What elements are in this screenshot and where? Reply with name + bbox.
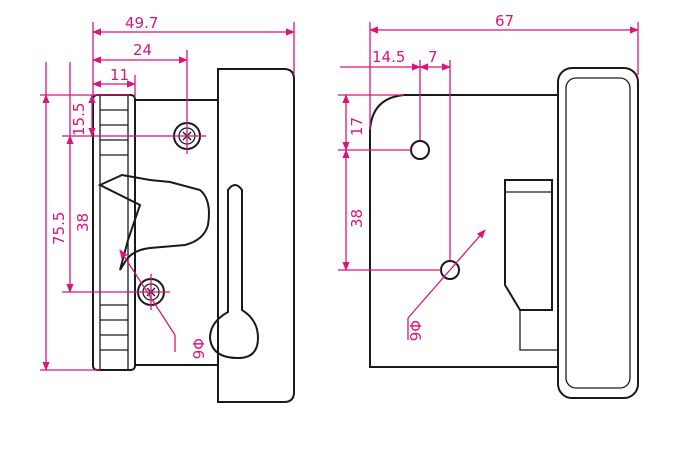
front-housing-outline xyxy=(217,68,295,403)
dim-plate-width: 11 xyxy=(110,66,129,84)
front-dimensions: 49.7 24 11 15.5 38 75.5 Φ6 xyxy=(40,14,295,371)
side-end-cap xyxy=(557,67,639,399)
dim-hole-spacing: 38 xyxy=(74,213,92,232)
front-view xyxy=(92,68,295,403)
side-upper-hole xyxy=(410,140,430,160)
dim-overall-depth: 67 xyxy=(495,12,514,30)
handle-slot xyxy=(208,184,260,360)
dim-overall-height: 75.5 xyxy=(50,212,68,245)
side-plate-outline xyxy=(369,94,571,368)
dim-side-hole-spacing: 38 xyxy=(348,209,366,228)
front-body-outline xyxy=(135,99,218,366)
dim-hole-offset-b: 7 xyxy=(428,48,438,66)
dim-side-hole-diameter: Φ6 xyxy=(406,320,424,341)
dim-hole-offset-x: 24 xyxy=(133,41,152,59)
dim-hole-diameter: Φ6 xyxy=(189,338,207,359)
plate-ridges xyxy=(100,109,128,351)
dim-overall-width: 49.7 xyxy=(125,14,158,32)
latch-bolt-outline xyxy=(504,179,553,311)
side-dimensions: 67 14.5 7 17 38 Φ6 xyxy=(338,12,639,341)
dim-hole-offset-y: 15.5 xyxy=(70,103,88,136)
dim-hole-offset-a: 14.5 xyxy=(372,48,405,66)
cam-profile xyxy=(97,173,210,271)
dim-hole-offset-top: 17 xyxy=(348,117,366,136)
side-view xyxy=(369,67,639,399)
